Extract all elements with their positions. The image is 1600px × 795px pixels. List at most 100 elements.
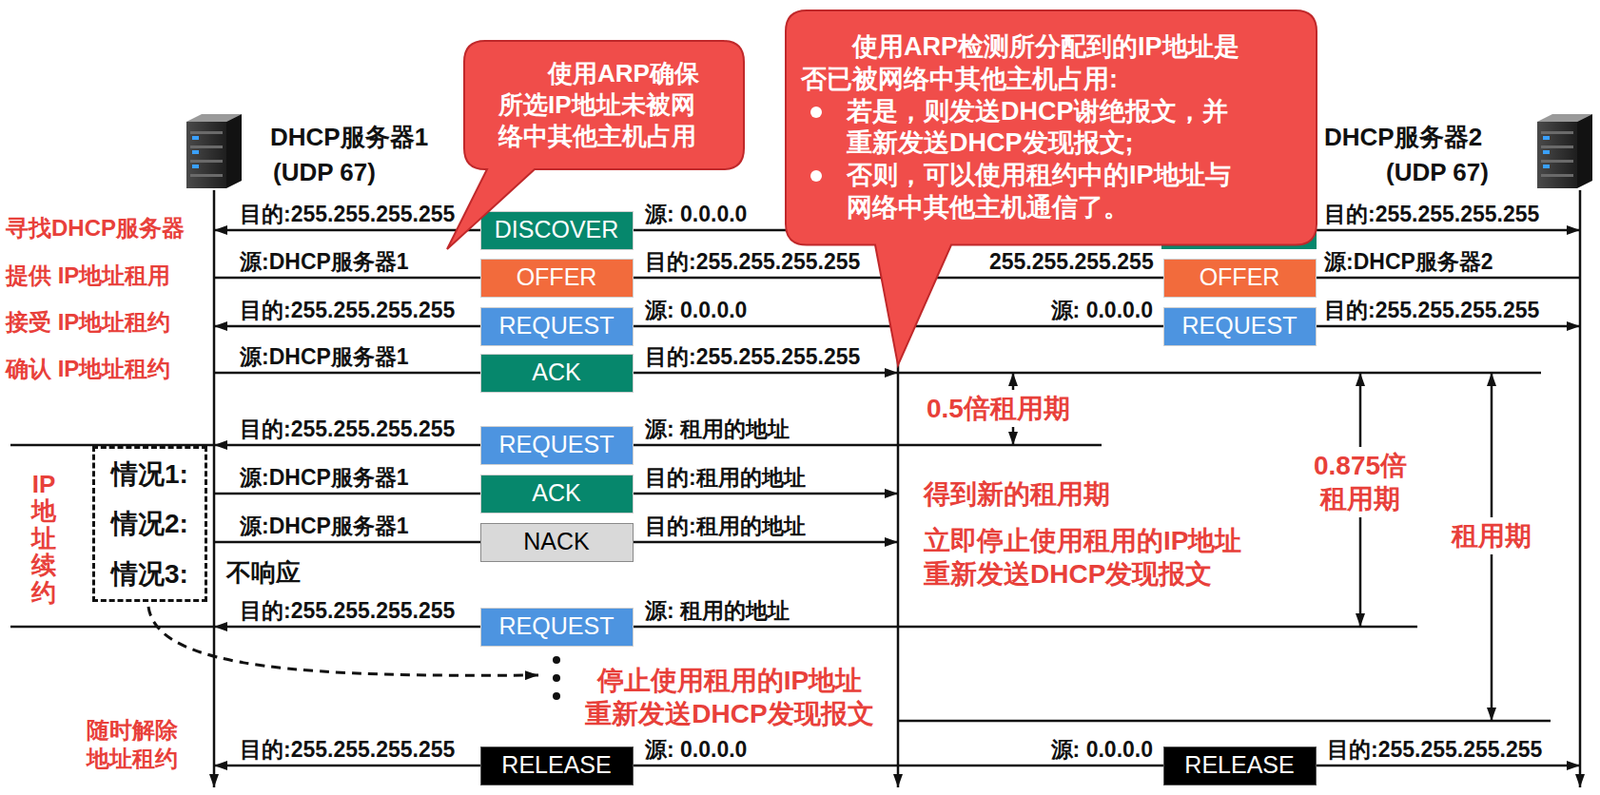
text-label: 接受 IP地址租约 — [5, 308, 171, 337]
message-label: DISCOVER — [494, 216, 620, 244]
text-label: 源: 0.0.0.0 — [1051, 297, 1153, 323]
text-label: 提供 IP地址租用 — [5, 261, 171, 291]
lifeline — [213, 190, 216, 788]
server-led — [192, 150, 199, 155]
server-slot — [190, 159, 223, 163]
server-slot — [190, 145, 223, 149]
text-label: 目的:255.255.255.255 — [644, 344, 860, 370]
server-slot — [1541, 131, 1574, 135]
case-label: 情况1: — [111, 458, 189, 491]
message-label: RELEASE — [1184, 752, 1294, 780]
message-label: OFFER — [1199, 264, 1281, 292]
text-label: 得到新的租用期 — [923, 477, 1111, 511]
message-box: RELEASE — [480, 746, 634, 786]
message-label: REQUEST — [499, 312, 615, 340]
server-slot — [1541, 159, 1574, 163]
server-front — [186, 121, 227, 189]
message-label: REQUEST — [499, 613, 615, 641]
text-label: 目的:255.255.255.255 — [644, 249, 860, 274]
callout-bubble: 使用ARP检测所分配到的IP地址是否已被网络中其他主机占用:若是，则发送DHCP… — [785, 10, 1317, 246]
text-label: 寻找DHCP服务器 — [5, 214, 185, 243]
message-box: DISCOVER — [480, 211, 634, 251]
text-label: 源: 0.0.0.0 — [1051, 737, 1153, 762]
text-label: (UDP 67) — [1385, 157, 1489, 188]
callout-bubble: 使用ARP确保所选IP地址未被网络中其他主机占用 — [464, 40, 744, 170]
server-led — [1542, 164, 1550, 169]
text-label: 源:DHCP服务器1 — [239, 249, 410, 274]
server-slot — [190, 131, 223, 135]
text-label: 立即停止使用租用的IP地址 重新发送DHCP发现报文 — [923, 524, 1286, 591]
text-label: 源:DHCP服务器1 — [239, 465, 410, 490]
callout-text: 使用ARP确保所选IP地址未被网络中其他主机占用 — [498, 58, 710, 153]
message-box: ACK — [480, 474, 634, 514]
vertical-label: IP地址续约 — [31, 470, 57, 607]
text-label: 源: 0.0.0.0 — [644, 297, 747, 323]
time-marker — [897, 720, 1551, 723]
text-label: 目的:255.255.255.255 — [1326, 737, 1542, 762]
text-label: 255.255.255.255 — [989, 249, 1154, 274]
text-label: 源:DHCP服务器2 — [1324, 249, 1494, 274]
message-label: REQUEST — [499, 431, 615, 459]
message-box: RELEASE — [1163, 746, 1317, 786]
text-label: (UDP 67) — [273, 157, 376, 188]
text-label: 源: 0.0.0.0 — [644, 737, 747, 762]
text-label: 随时解除 地址租约 — [75, 716, 190, 774]
text-label: 目的:255.255.255.255 — [1324, 201, 1540, 227]
message-box: REQUEST — [480, 426, 634, 466]
text-label: 源: 租用的地址 — [644, 416, 790, 442]
server-slot — [190, 174, 223, 177]
server-icon — [186, 114, 242, 189]
lifeline — [1579, 190, 1582, 788]
message-label: NACK — [523, 528, 589, 556]
server-led — [192, 164, 199, 169]
message-box: REQUEST — [480, 607, 634, 647]
text-label: 0.875倍 租用期 — [1295, 447, 1425, 518]
message-box: OFFER — [1163, 258, 1317, 298]
text-label: 源: 租用的地址 — [644, 598, 790, 624]
message-label: ACK — [531, 359, 581, 387]
server-led — [1542, 150, 1550, 155]
message-label: RELEASE — [501, 752, 611, 780]
case-label: 情况2: — [111, 507, 189, 541]
case-label: 情况3: — [111, 558, 189, 591]
text-label: 目的:255.255.255.255 — [1324, 297, 1540, 323]
text-label: 目的:255.255.255.255 — [239, 416, 455, 442]
text-label: 源: 0.0.0.0 — [644, 201, 747, 227]
time-marker — [897, 371, 1542, 375]
text-label: 目的:255.255.255.255 — [239, 737, 455, 762]
text-label: 租用期 — [1448, 517, 1535, 555]
dot — [552, 692, 561, 701]
text-label: 源:DHCP服务器1 — [239, 344, 410, 370]
text-label: 目的:租用的地址 — [644, 465, 806, 490]
dot — [552, 674, 561, 683]
server-slot — [1541, 145, 1574, 149]
text-label: 源:DHCP服务器1 — [239, 513, 410, 539]
text-label: 0.5倍租用期 — [923, 390, 1074, 428]
text-label: 目的:租用的地址 — [644, 513, 806, 539]
server-icon — [1537, 114, 1593, 189]
text-label: 目的:255.255.255.255 — [239, 201, 455, 227]
bullet-dot — [810, 106, 822, 118]
server-side — [226, 114, 242, 189]
message-box: NACK — [480, 523, 634, 563]
message-label: REQUEST — [1182, 312, 1298, 340]
dashed-group-box: 情况1: 情况2: 情况3: — [92, 446, 208, 603]
time-marker — [897, 625, 1418, 629]
text-label: 确认 IP地址租约 — [5, 354, 171, 384]
message-box: REQUEST — [1163, 307, 1317, 347]
server-led — [1542, 136, 1550, 140]
text-label: 目的:255.255.255.255 — [239, 598, 455, 624]
dot — [552, 656, 561, 664]
message-box: OFFER — [480, 258, 634, 298]
text-label: 不响应 — [226, 558, 301, 588]
ellipsis-dots — [552, 656, 561, 701]
callout-text: 否则，可以使用租约中的IP地址与网络中其他主机通信了。 — [846, 159, 1242, 225]
message-label: OFFER — [516, 264, 598, 292]
message-box: REQUEST — [480, 307, 634, 347]
callout-text: 使用ARP检测所分配到的IP地址是否已被网络中其他主机占用: — [800, 31, 1250, 97]
callout-outline — [785, 10, 1317, 366]
bullet-dot — [810, 170, 822, 182]
server-side — [1577, 114, 1593, 189]
text-label: DHCP服务器1 — [270, 122, 429, 153]
